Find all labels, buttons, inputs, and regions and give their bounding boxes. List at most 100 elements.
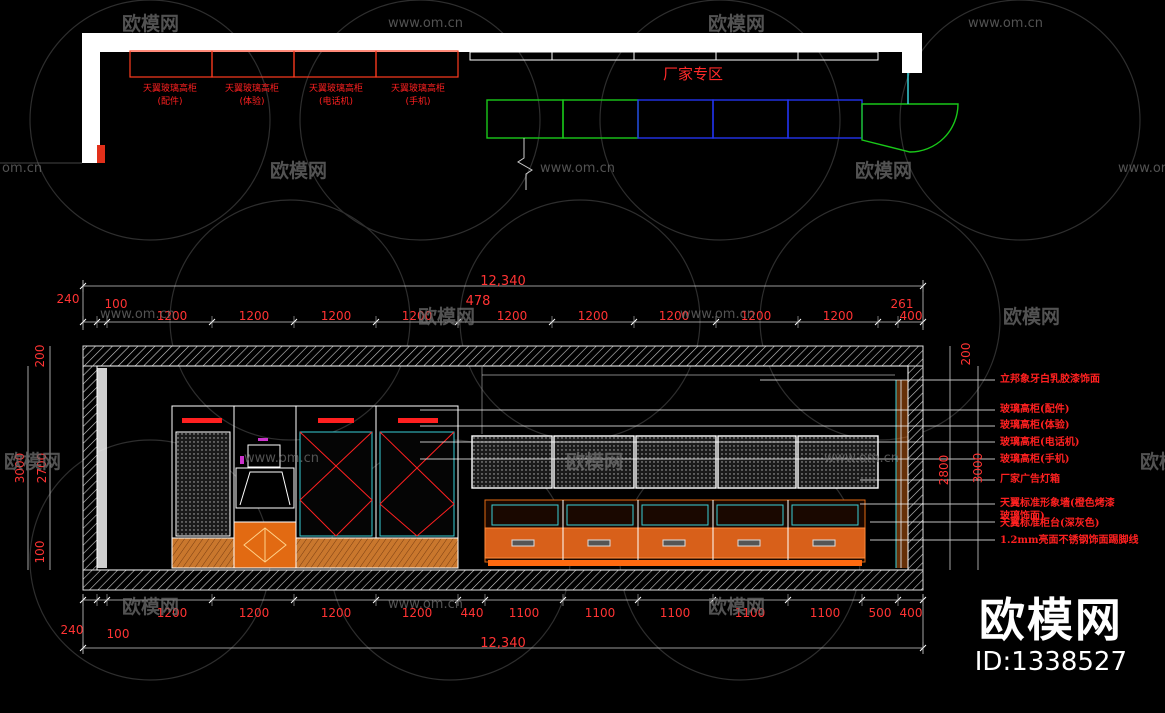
dim-top-8: 1200 (578, 309, 609, 323)
dim-total-bottom: 12,340 (480, 636, 526, 651)
annotation-cabinet-parts: 玻璃高柜(配件) (1000, 402, 1069, 415)
watermark-url: www.om.cn (388, 597, 463, 612)
watermark-url: www.om.cn (540, 161, 615, 176)
dim-bottom-14: 400 (900, 606, 923, 620)
cabinet-label-3-line2: (电话机) (319, 95, 353, 107)
material-annotations: 立邦象牙白乳胶漆饰面 玻璃高柜(配件) 玻璃高柜(体验) 玻璃高柜(电话机) 玻… (1000, 372, 1139, 546)
ad-light-boxes (471, 435, 879, 489)
dim-bottom-7: 440 (461, 606, 484, 620)
zone-label: 厂家专区 (663, 65, 723, 83)
dim-top-7: 1200 (497, 309, 528, 323)
plan-break-line (517, 138, 533, 190)
dim-left-4: 100 (33, 541, 47, 564)
plan-shelf-strip (469, 51, 879, 61)
dim-left-2: 3000 (13, 453, 27, 484)
dim-top-1: 240 (57, 292, 80, 306)
dimension-vertical-right: 200 3000 2800 (937, 343, 985, 486)
dim-bottom-8: 1100 (509, 606, 540, 620)
plan-counters (486, 99, 863, 139)
watermark-brand: 欧模网 (855, 159, 912, 182)
dim-top-5: 1200 (321, 309, 352, 323)
dim-bottom-1: 240 (61, 623, 84, 637)
dim-bottom-4: 1200 (239, 606, 270, 620)
annotation-image-wall-cont: 玻璃饰面) (1000, 509, 1045, 522)
dimension-ticks (79, 280, 927, 654)
dim-top-6: 1200 (402, 309, 433, 323)
dim-left-1: 200 (33, 345, 47, 368)
dimension-vertical-left: 200 3000 2700 100 (13, 345, 49, 564)
cabinet-label-3-line1: 天翼玻璃高柜 (309, 82, 363, 94)
plan-curved-counter (861, 103, 959, 153)
plan-glass-cabinets (129, 50, 459, 78)
glass-tall-cabinets (171, 405, 459, 569)
plan-view: 天翼玻璃高柜 (配件) 天翼玻璃高柜 (体验) 天翼玻璃高柜 (电话机) 天翼玻… (0, 33, 959, 190)
annotation-image-wall: 天翼标准形象墙(橙色烤漆 (1000, 496, 1115, 509)
dim-right-3: 2800 (937, 455, 951, 486)
dim-top-13: 400 (900, 309, 923, 323)
watermark-brand: 欧模网 (122, 12, 179, 35)
dim-right-2: 3000 (971, 453, 985, 484)
dim-bottom-9: 1100 (585, 606, 616, 620)
dim-bottom-2: 100 (107, 627, 130, 641)
dim-left-3: 2700 (35, 453, 49, 484)
watermark-brand: 欧模网 (708, 595, 765, 618)
annotation-wall-paint: 立邦象牙白乳胶漆饰面 (1000, 372, 1100, 385)
watermark-url: www.om.cn (968, 16, 1043, 31)
dim-bottom-11: 1100 (735, 606, 766, 620)
watermark-url-partial: om.cn (2, 161, 42, 176)
annotation-light-box: 厂家广告灯箱 (1000, 472, 1060, 485)
watermark-brand: 欧模网 (708, 12, 765, 35)
dim-bottom-12: 1100 (810, 606, 841, 620)
dimension-texts: 12,340 478 12,340 (466, 274, 526, 651)
dim-top-middle: 478 (466, 294, 491, 309)
watermark-brand: 欧模网 (1003, 305, 1060, 328)
elevation-right-wall (907, 365, 924, 571)
watermark-url: www.om.cn (1118, 161, 1165, 176)
dim-top-4: 1200 (239, 309, 270, 323)
watermark-url: www.om.cn (388, 16, 463, 31)
dim-right-1: 200 (959, 343, 973, 366)
dimension-top-row: 240 100 1200 1200 1200 1200 1200 1200 12… (57, 292, 923, 323)
watermark-brand: 欧模网 (270, 159, 327, 182)
cabinet-label-2-line2: (体验) (239, 95, 264, 107)
cabinet-label-4-line2: (手机) (405, 95, 430, 107)
watermark-url: www.om.cn (244, 451, 319, 466)
dim-top-10: 1200 (741, 309, 772, 323)
annotation-cabinet-mobile: 玻璃高柜(手机) (1000, 452, 1069, 465)
dim-top-11: 1200 (823, 309, 854, 323)
brand-stamp: 欧模网 ID:1338527 (975, 593, 1127, 677)
annotation-cabinet-experience: 玻璃高柜(体验) (1000, 418, 1069, 431)
watermark-brand: 欧模网 (4, 450, 61, 473)
elevation-floor (82, 569, 924, 591)
dim-total-top: 12,340 (480, 274, 526, 289)
watermark-url: www.om.cn (824, 451, 899, 466)
watermark-brand: 欧模网 (1140, 450, 1165, 473)
watermark-brand: 欧模网 (122, 595, 179, 618)
annotation-counter: 天翼标准柜台(深灰色) (1000, 516, 1099, 529)
standard-counters (484, 499, 866, 566)
elevation-ceiling (82, 345, 924, 367)
dimension-bottom-row: 240 100 1200 1200 1200 1200 440 1100 110… (61, 606, 923, 641)
annotation-cabinet-phone: 玻璃高柜(电话机) (1000, 435, 1079, 448)
dim-bottom-6: 1200 (402, 606, 433, 620)
dim-bottom-10: 1100 (660, 606, 691, 620)
watermarks: 欧模网 欧模网 欧模网 欧模网 欧模网 欧模网 欧模网 欧模网 欧模网 欧模网 … (2, 12, 1165, 618)
brand-id: ID:1338527 (974, 647, 1127, 677)
watermark-brand: 欧模网 (566, 450, 623, 473)
cabinet-label-1-line1: 天翼玻璃高柜 (143, 82, 197, 94)
dim-bottom-5: 1200 (321, 606, 352, 620)
watermark-url: www.om.cn (100, 307, 175, 322)
leader-lines (420, 379, 995, 541)
cabinet-label-2-line1: 天翼玻璃高柜 (225, 82, 279, 94)
annotation-skirting: 1.2mm亮面不锈钢饰面踢脚线 (1000, 533, 1139, 546)
elevation-left-wall (82, 365, 98, 571)
plan-wall-end (97, 145, 105, 163)
dim-top-3: 1200 (157, 309, 188, 323)
dim-top-12: 261 (891, 297, 914, 311)
cabinet-label-4-line1: 天翼玻璃高柜 (391, 82, 445, 94)
dim-top-9: 1200 (659, 309, 690, 323)
plan-wall (82, 33, 922, 163)
elevation-view (82, 345, 995, 591)
watermark-url: www.om.cn (680, 307, 755, 322)
